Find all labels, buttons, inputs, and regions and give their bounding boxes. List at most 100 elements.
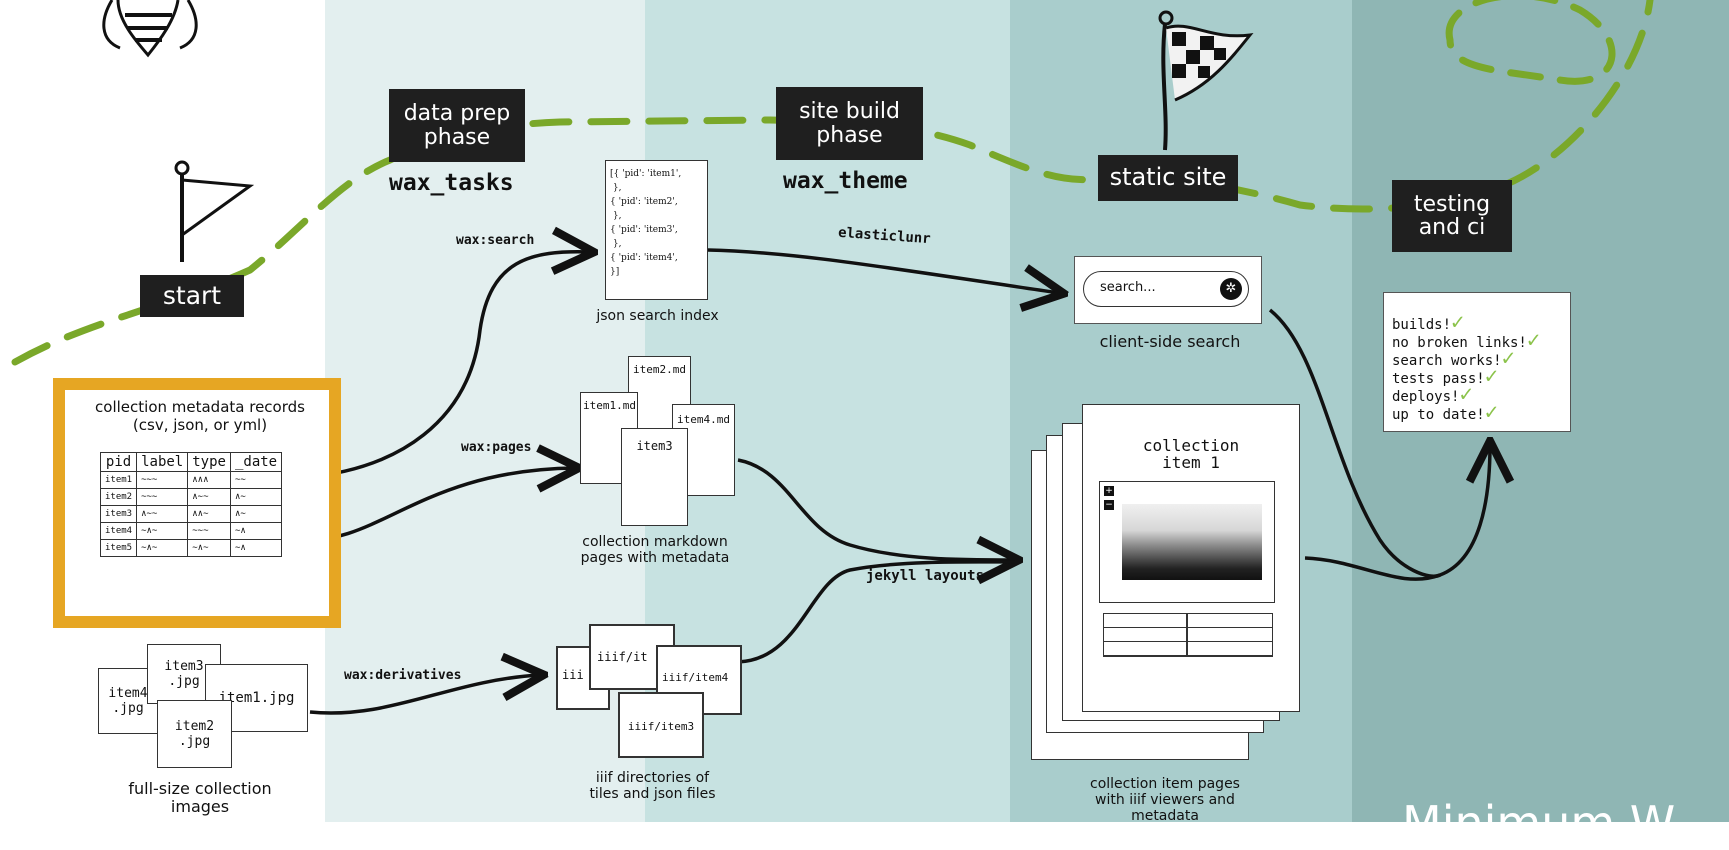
checklist-item: search works!✓ [1392, 348, 1540, 370]
iiif-folder-label: iii [562, 668, 584, 682]
metadata-header-row: pid label type _date [99, 452, 283, 472]
ci-checklist: builds!✓ no broken links!✓ search works!… [1383, 292, 1571, 432]
image-file-label: item4 .jpg [108, 686, 148, 716]
phase-start: start [140, 275, 244, 317]
landscape-image [1122, 504, 1262, 580]
search-widget: search... ✲ [1074, 256, 1262, 324]
search-caption: client-side search [1099, 332, 1241, 351]
json-line: }, [610, 239, 622, 249]
checkmark-icon: ✓ [1526, 328, 1541, 353]
table-row: item2~~∼∧∼~∧∼ [99, 488, 283, 506]
label-wax-derivatives: wax:derivatives [344, 668, 462, 683]
row-id: item2 [99, 488, 138, 506]
squiggle-cell: ~∼~ [136, 471, 189, 489]
checkered-flag-icon [1158, 10, 1254, 151]
checkmark-icon: ✓ [1451, 310, 1465, 335]
checklist-item-text: tests pass! [1392, 371, 1485, 387]
checklist-item-text: no broken links! [1392, 335, 1527, 351]
start-flag-icon [174, 160, 255, 262]
checklist-item-text: builds! [1392, 317, 1452, 333]
logo-icon [102, 0, 198, 58]
checkmark-icon: ✓ [1459, 382, 1473, 407]
arrow-elasticlunr [707, 248, 1060, 293]
phase-site-build-label: site build phase [799, 99, 900, 148]
zoom-out-icon[interactable]: − [1104, 500, 1114, 510]
table-row: item4∼∧~~∼~∼∧ [99, 522, 283, 540]
phase-testing: testing and ci [1392, 180, 1512, 252]
squiggle-cell: ∧∧∼ [187, 505, 231, 523]
squiggle-cell: ∧∧∧ [187, 471, 231, 489]
zoom-in-icon[interactable]: + [1104, 486, 1114, 496]
squiggle-cell: ∧∼ [229, 505, 283, 523]
phase-static-site: static site [1098, 155, 1238, 201]
metadata-table: pid label type _date item1~∼~∧∧∧~∼ item2… [99, 452, 283, 557]
md-page-label: item1.md [583, 399, 636, 412]
squiggle-cell: ∼∧~ [136, 539, 189, 557]
image-file-label: item2 .jpg [174, 719, 215, 749]
metadata-header: _date [229, 452, 283, 472]
checklist-item: builds!✓ [1392, 312, 1540, 334]
json-line: }] [610, 267, 620, 277]
checkmark-icon: ✓ [1501, 346, 1515, 371]
squiggle-cell: ∼∧ [229, 539, 283, 557]
phase-start-label: start [162, 280, 222, 310]
checkmark-icon: ✓ [1484, 400, 1498, 425]
label-wax-pages: wax:pages [461, 440, 532, 455]
squiggle-cell: ∧∼~ [136, 505, 189, 523]
metadata-header: pid [99, 452, 138, 472]
checklist-item: deploys!✓ [1392, 384, 1540, 406]
row-id: item5 [99, 539, 138, 557]
metadata-caption-line2: (csv, json, or yml) [132, 416, 268, 434]
checklist-item: tests pass!✓ [1392, 366, 1540, 388]
squiggle-cell: ∼∧~ [136, 522, 189, 540]
journey-loop [1445, 0, 1616, 85]
squiggle-cell: ∼∧ [229, 522, 283, 540]
metadata-header: type [187, 452, 231, 472]
md-page-item3: item3 [621, 428, 688, 526]
iiif-folder-label: iiif/item4 [662, 671, 729, 684]
iiif-caption: iiif directories of tiles and json files [589, 770, 716, 802]
json-line: }, [610, 183, 622, 193]
row-id: item1 [99, 471, 138, 489]
arrow-md-to-layouts [737, 458, 1015, 560]
iiif-viewer: + − [1099, 481, 1275, 603]
arrow-wax-search [299, 252, 590, 480]
label-wax-search: wax:search [456, 233, 535, 248]
phase-data-prep: data prep phase [389, 89, 525, 162]
item-page-front: collection item 1 + − [1082, 404, 1300, 712]
table-row: item5∼∧~∼∧~∼∧ [99, 539, 283, 557]
phase-site-build: site build phase [776, 87, 923, 160]
images-caption: full-size collection images [128, 779, 272, 816]
checklist-item: no broken links!✓ [1392, 330, 1540, 352]
json-line: [{ 'pid': 'item1', [610, 169, 682, 179]
row-id: item4 [99, 522, 138, 540]
md-page-label: item3 [636, 439, 673, 453]
tool-wax-theme: wax_theme [783, 168, 908, 194]
checkmark-icon: ✓ [1484, 364, 1498, 389]
json-line: { 'pid': 'item3', [610, 225, 678, 235]
checklist-item-text: up to date! [1392, 407, 1485, 423]
iiif-folder-label: iiif/item3 [627, 720, 695, 733]
json-line: { 'pid': 'item2', [610, 197, 678, 207]
tool-wax-tasks: wax_tasks [389, 170, 514, 196]
table-row: item1~∼~∧∧∧~∼ [99, 471, 283, 489]
arrow-wax-derivatives [309, 675, 540, 715]
iiif-folder-4: iiif/item3 [618, 692, 704, 758]
json-line: { 'pid': 'item4', [610, 253, 678, 263]
json-line: }, [610, 211, 622, 221]
checklist-item-text: deploys! [1392, 389, 1460, 405]
checklist-items: builds!✓ no broken links!✓ search works!… [1392, 312, 1540, 425]
squiggle-cell: ∧∼~ [187, 488, 231, 506]
phase-data-prep-label: data prep phase [403, 101, 511, 150]
phase-testing-label: testing and ci [1413, 191, 1491, 240]
image-file-label: item3 .jpg [164, 659, 204, 689]
arrow-wax-pages [299, 468, 575, 542]
image-file-label: item1.jpg [218, 690, 295, 706]
phase-static-site-label: static site [1109, 163, 1227, 192]
json-index-doc: [{ 'pid': 'item1', }, { 'pid': 'item2', … [605, 160, 708, 300]
arrow-iiif-to-layouts [737, 560, 1016, 664]
markdown-caption: collection markdown pages with metadata [580, 534, 730, 566]
search-input[interactable]: search... ✲ [1083, 271, 1249, 307]
squiggle-cell: ~~∼ [136, 488, 189, 506]
search-go-icon[interactable]: ✲ [1220, 278, 1242, 300]
